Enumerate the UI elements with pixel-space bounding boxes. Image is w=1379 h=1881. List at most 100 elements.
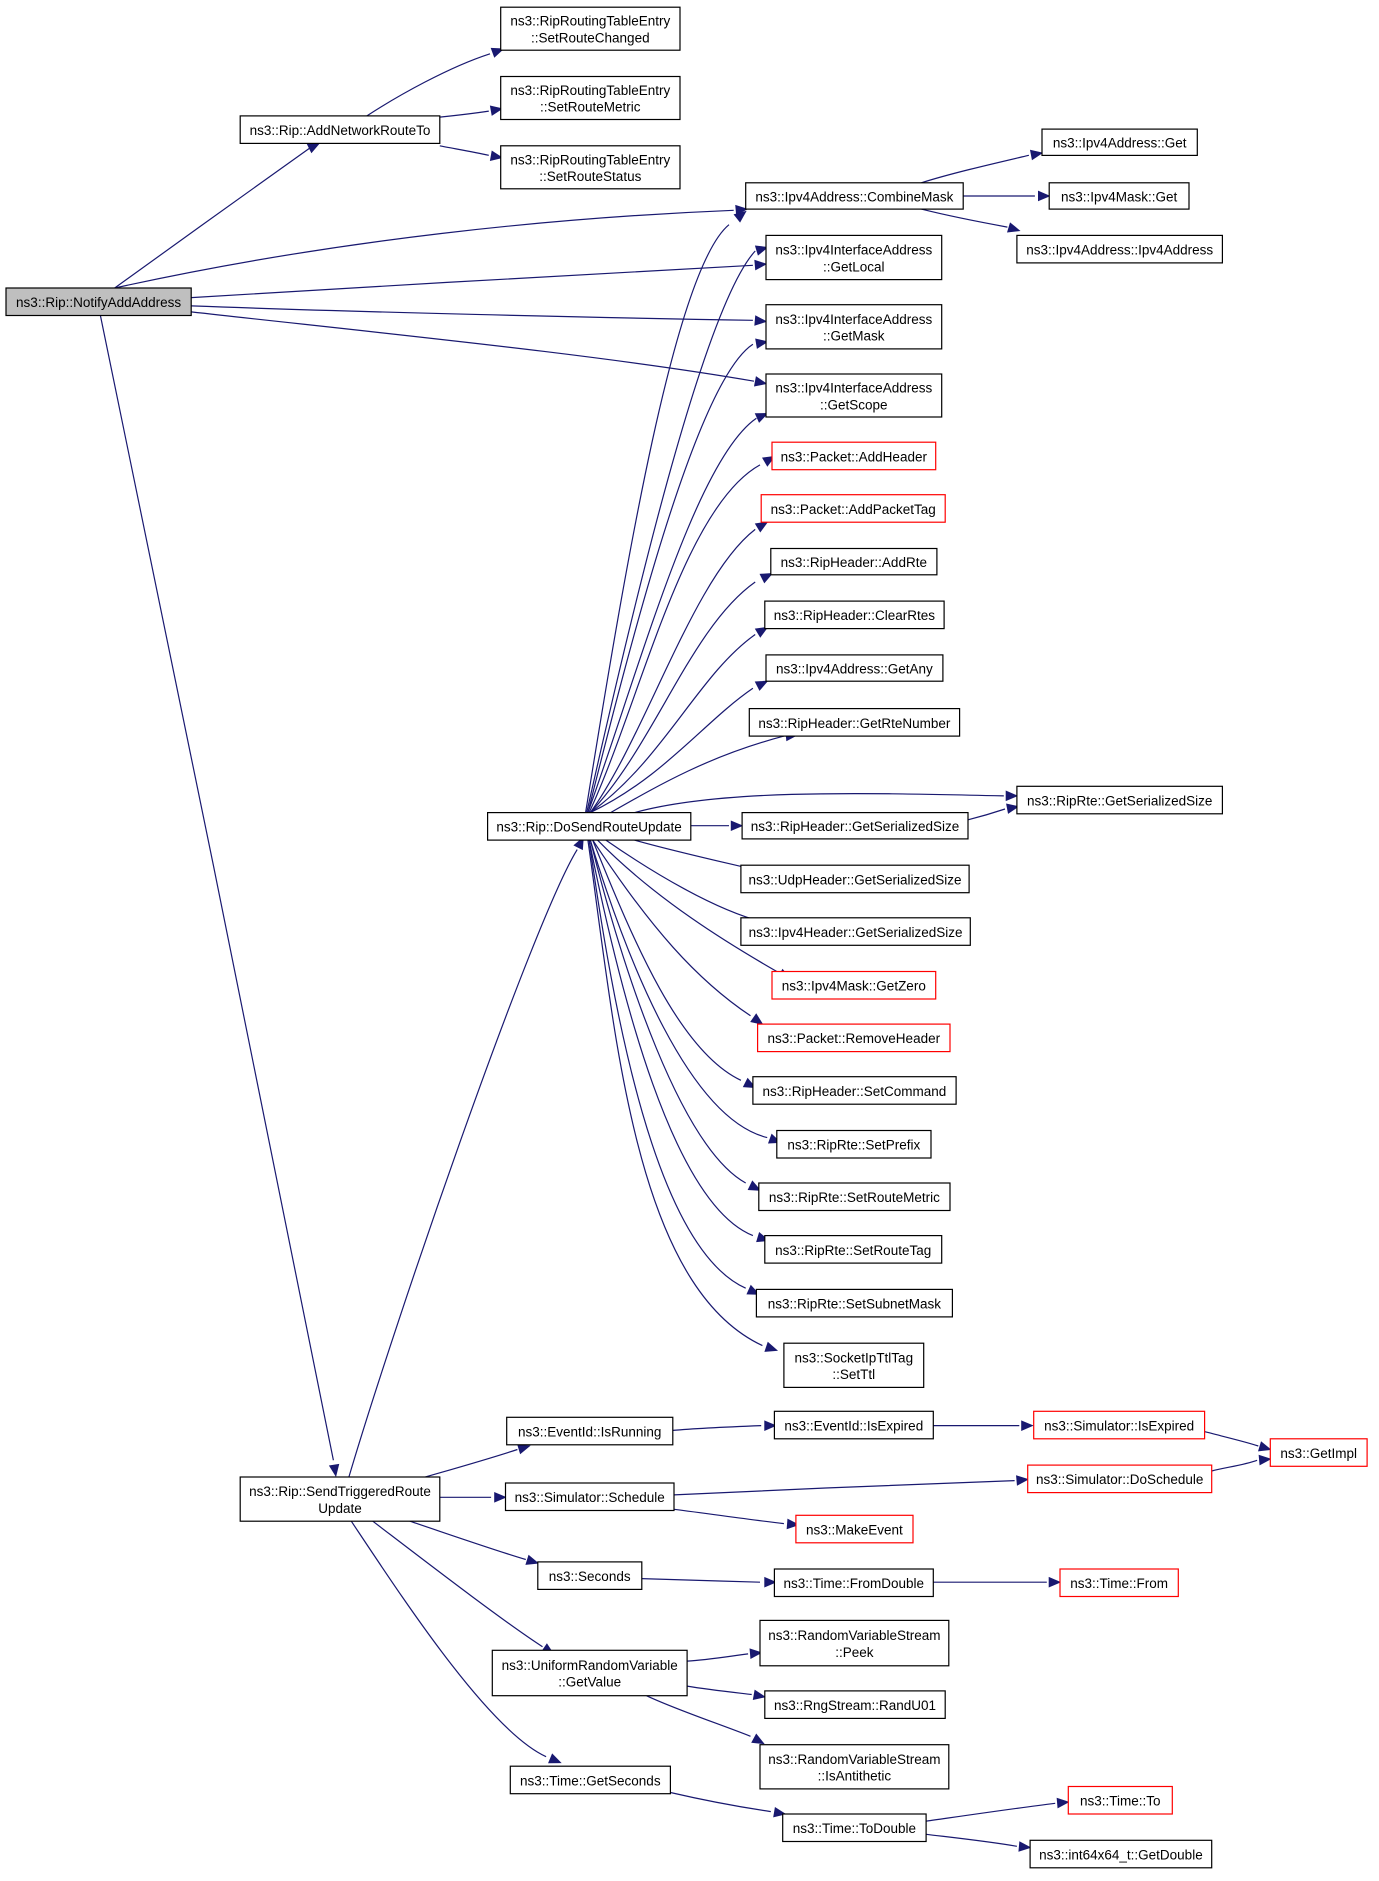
node-label: ns3::RandomVariableStream	[768, 1628, 940, 1643]
node-box	[239, 115, 441, 145]
node-box	[745, 182, 964, 210]
call-edge-dosend-to-getscope	[587, 412, 769, 813]
node-box	[765, 654, 944, 682]
function-node-addrctor[interactable]: ns3::Ipv4Address::Ipv4Address	[1016, 234, 1224, 264]
node-label: ::SetRouteMetric	[540, 100, 641, 115]
function-node-isexpired[interactable]: ns3::EventId::IsExpired	[773, 1410, 934, 1440]
function-node-getimpl[interactable]: ns3::GetImpl	[1269, 1438, 1368, 1467]
call-edge-line	[687, 1685, 752, 1696]
function-node-uniformgetvalue[interactable]: ns3::UniformRandomVariable::GetValue	[491, 1649, 688, 1697]
function-node-isrunning[interactable]: ns3::EventId::IsRunning	[506, 1416, 674, 1446]
function-node-setcommand[interactable]: ns3::RipHeader::SetCommand	[752, 1076, 957, 1105]
node-label: ns3::RipRte::GetSerializedSize	[1027, 793, 1212, 808]
function-node-getmask[interactable]: ns3::Ipv4InterfaceAddress::GetMask	[765, 304, 943, 350]
call-edge-uniformgetvalue-to-isantithetic	[646, 1695, 765, 1745]
function-node-simisexpired[interactable]: ns3::Simulator::IsExpired	[1033, 1410, 1206, 1440]
function-node-notify[interactable]: ns3::Rip::NotifyAddAddress	[5, 287, 192, 317]
node-box	[771, 441, 937, 471]
function-node-addnet[interactable]: ns3::Rip::AddNetworkRouteTo	[239, 115, 441, 145]
function-node-setsubnetmask[interactable]: ns3::RipRte::SetSubnetMask	[755, 1288, 954, 1318]
function-node-fromdouble[interactable]: ns3::Time::FromDouble	[773, 1568, 934, 1598]
arrowhead-icon	[754, 412, 769, 423]
call-edge-line	[592, 839, 742, 1081]
arrowhead-icon	[494, 1492, 507, 1503]
call-edge-isexpired-to-simisexpired	[933, 1420, 1034, 1431]
function-node-setttl[interactable]: ns3::SocketIpTtlTag::SetTtl	[783, 1342, 925, 1388]
call-edge-dosend-to-setcommand	[592, 839, 757, 1089]
node-label: ns3::RipRte::SetSubnetMask	[768, 1297, 942, 1312]
function-node-dosend[interactable]: ns3::Rip::DoSendRouteUpdate	[487, 811, 692, 841]
call-edge-line	[191, 305, 753, 321]
function-node-addheader[interactable]: ns3::Packet::AddHeader	[771, 441, 937, 471]
function-node-rteserial[interactable]: ns3::RipRte::GetSerializedSize	[1016, 785, 1224, 815]
call-edge-line	[588, 839, 754, 1237]
function-node-removeheader[interactable]: ns3::Packet::RemoveHeader	[756, 1023, 951, 1053]
function-node-setprefix[interactable]: ns3::RipRte::SetPrefix	[776, 1129, 932, 1159]
call-edge-line	[350, 1520, 547, 1758]
function-node-timefrom[interactable]: ns3::Time::From	[1059, 1568, 1179, 1598]
call-edge-line	[610, 735, 785, 814]
function-node-getlocal[interactable]: ns3::Ipv4InterfaceAddress::GetLocal	[765, 234, 943, 281]
node-box	[5, 287, 192, 317]
function-node-makeevent[interactable]: ns3::MakeEvent	[795, 1514, 914, 1544]
arrowhead-icon	[764, 1341, 779, 1352]
node-label: ns3::int64x64_t::GetDouble	[1039, 1847, 1203, 1862]
function-node-getseconds[interactable]: ns3::Time::GetSeconds	[509, 1765, 671, 1795]
function-node-todouble[interactable]: ns3::Time::ToDouble	[782, 1813, 927, 1843]
node-label: ns3::Rip::DoSendRouteUpdate	[496, 820, 681, 835]
function-node-randu01[interactable]: ns3::RngStream::RandU01	[764, 1690, 946, 1720]
node-label: ns3::Rip::SendTriggeredRoute	[249, 1484, 431, 1499]
function-node-setroutetag[interactable]: ns3::RipRte::SetRouteTag	[764, 1234, 943, 1264]
function-node-getzero[interactable]: ns3::Ipv4Mask::GetZero	[771, 970, 937, 1000]
function-node-isantithetic[interactable]: ns3::RandomVariableStream::IsAntithetic	[759, 1744, 950, 1790]
call-edge-line	[589, 634, 756, 814]
node-label: ns3::Simulator::Schedule	[515, 1490, 665, 1505]
call-edge-schedule-to-makeevent	[673, 1508, 800, 1530]
function-node-timeto[interactable]: ns3::Time::To	[1067, 1785, 1173, 1815]
function-node-ipv4serial[interactable]: ns3::Ipv4Header::GetSerializedSize	[740, 917, 971, 946]
function-node-setmetric_rte[interactable]: ns3::RipRoutingTableEntry::SetRouteMetri…	[500, 75, 681, 121]
call-edge-line	[586, 250, 756, 813]
call-edge-notify-to-getmask	[191, 305, 768, 326]
node-label: ns3::Time::FromDouble	[784, 1576, 925, 1591]
function-node-getany[interactable]: ns3::Ipv4Address::GetAny	[765, 654, 944, 682]
function-node-getdouble[interactable]: ns3::int64x64_t::GetDouble	[1029, 1839, 1213, 1869]
node-label: ns3::RipRte::SetRouteTag	[775, 1243, 931, 1258]
function-node-seconds[interactable]: ns3::Seconds	[537, 1561, 643, 1591]
function-node-addpackettag[interactable]: ns3::Packet::AddPacketTag	[760, 494, 946, 523]
arrowhead-icon	[754, 315, 768, 326]
node-label: ns3::Ipv4Address::CombineMask	[755, 189, 953, 204]
function-node-maskget[interactable]: ns3::Ipv4Mask::Get	[1048, 182, 1190, 210]
function-node-peek[interactable]: ns3::RandomVariableStream::Peek	[759, 1619, 950, 1667]
function-node-addrget[interactable]: ns3::Ipv4Address::Get	[1041, 128, 1198, 157]
call-edge-line	[589, 839, 746, 1184]
call-edge-sendtrig-to-isrunning	[425, 1444, 531, 1478]
function-node-setchanged[interactable]: ns3::RipRoutingTableEntry::SetRouteChang…	[500, 6, 681, 51]
call-edge-line	[589, 528, 756, 813]
node-box	[776, 1129, 932, 1159]
arrowhead-icon	[1018, 1841, 1032, 1852]
call-edge-line	[926, 1833, 1018, 1847]
call-edge-line	[588, 464, 761, 813]
function-node-udpserial[interactable]: ns3::UdpHeader::GetSerializedSize	[740, 864, 970, 894]
node-box	[773, 1568, 934, 1598]
function-node-getrtenumber[interactable]: ns3::RipHeader::GetRteNumber	[748, 707, 961, 737]
call-edge-sendtrig-to-dosend	[348, 836, 584, 1478]
function-node-setstatus[interactable]: ns3::RipRoutingTableEntry::SetRouteStatu…	[500, 145, 681, 190]
function-node-setroutemetric[interactable]: ns3::RipRte::SetRouteMetric	[758, 1182, 951, 1212]
call-edge-simisexpired-to-getimpl	[1204, 1431, 1272, 1452]
function-node-getscope[interactable]: ns3::Ipv4InterfaceAddress::GetScope	[765, 373, 943, 418]
function-node-doschedule[interactable]: ns3::Simulator::DoSchedule	[1027, 1464, 1213, 1494]
arrowhead-icon	[755, 338, 769, 349]
arrowhead-icon	[753, 376, 768, 387]
function-node-ripheaderserial[interactable]: ns3::RipHeader::GetSerializedSize	[741, 811, 969, 840]
function-node-schedule[interactable]: ns3::Simulator::Schedule	[504, 1482, 675, 1512]
arrowhead-icon	[786, 1518, 800, 1530]
function-node-clearrtes[interactable]: ns3::RipHeader::ClearRtes	[764, 600, 945, 630]
node-label: ns3::Ipv4Address::Get	[1053, 136, 1187, 151]
function-node-combine[interactable]: ns3::Ipv4Address::CombineMask	[745, 182, 964, 210]
function-node-addrte[interactable]: ns3::RipHeader::AddRte	[770, 547, 938, 576]
arrowhead-icon	[1016, 1475, 1029, 1486]
node-label: ns3::RipHeader::ClearRtes	[774, 608, 936, 623]
